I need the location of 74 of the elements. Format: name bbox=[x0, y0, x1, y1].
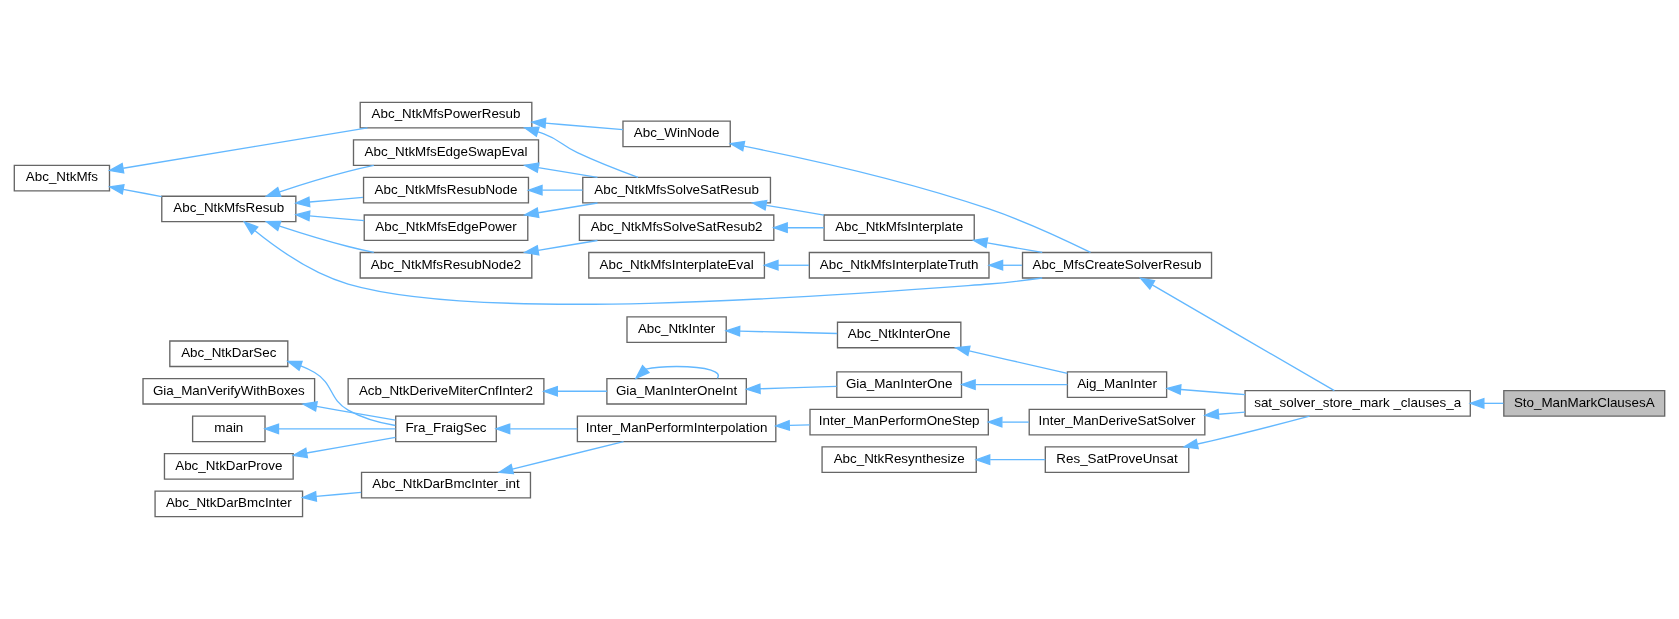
node-box: Abc_NtkDarBmcInter_int bbox=[360, 471, 532, 499]
node-box: Abc_NtkMfsSolveSatResub2 bbox=[578, 214, 775, 242]
node-box: Abc_NtkMfsInterplateTruth bbox=[808, 251, 990, 279]
arrow bbox=[264, 220, 375, 254]
arrow bbox=[293, 196, 364, 208]
arrow bbox=[773, 419, 811, 432]
arrow bbox=[750, 199, 825, 216]
arrow bbox=[291, 436, 397, 459]
arrow bbox=[1165, 383, 1246, 396]
arrow bbox=[107, 183, 163, 198]
arrow bbox=[263, 423, 397, 435]
node-box: Inter_ManDeriveSatSolver bbox=[1028, 408, 1206, 436]
node-box: Abc_NtkMfsInterplate bbox=[823, 214, 975, 242]
arrow bbox=[522, 126, 639, 178]
arrow bbox=[530, 117, 624, 131]
node-box: Res_SatProveUnsat bbox=[1044, 446, 1190, 474]
node-box: Abc_NtkMfsPowerResub bbox=[359, 101, 533, 129]
arrow bbox=[724, 325, 838, 337]
node-box: Abc_NtkMfsEdgeSwapEval bbox=[352, 139, 540, 167]
arrow bbox=[107, 127, 369, 174]
arrow bbox=[526, 184, 584, 196]
node-box: Fra_FraigSec bbox=[395, 415, 497, 443]
arrow bbox=[1138, 277, 1336, 392]
node-box: Abc_NtkDarProve bbox=[163, 452, 294, 480]
arrow bbox=[959, 378, 1069, 391]
arrow bbox=[242, 220, 1043, 305]
node-box: Abc_NtkInter bbox=[626, 316, 727, 344]
node-box: Inter_ManPerformOneStep bbox=[809, 408, 989, 436]
arrow bbox=[264, 164, 375, 198]
node-box: Abc_NtkMfsSolveSatResub bbox=[582, 176, 772, 204]
node-box: Inter_ManPerformInterpolation bbox=[576, 415, 777, 443]
node-box: Abc_NtkResynthesize bbox=[821, 446, 977, 474]
node-box: Gia_ManInterOneInt bbox=[606, 377, 747, 405]
arrow bbox=[301, 400, 397, 421]
node-box: Abc_NtkMfsResubNode2 bbox=[359, 251, 533, 279]
arrow bbox=[522, 239, 599, 256]
arrow bbox=[285, 360, 397, 427]
arrow bbox=[744, 383, 838, 395]
node-box: sat_solver_store_mark _clauses_a bbox=[1244, 389, 1471, 417]
node-box: Gia_ManVerifyWithBoxes bbox=[142, 377, 316, 405]
arrow bbox=[987, 259, 1023, 271]
node-box: Abc_NtkMfsEdgePower bbox=[363, 214, 529, 242]
arrow bbox=[541, 385, 608, 397]
node-box: Abc_NtkMfsInterplateEval bbox=[588, 251, 766, 279]
arrow bbox=[971, 237, 1043, 254]
arrow bbox=[728, 140, 1092, 254]
arrow bbox=[634, 364, 719, 380]
node-box: Abc_NtkMfs bbox=[13, 164, 111, 192]
arrow bbox=[294, 210, 365, 222]
arrow bbox=[522, 162, 599, 179]
arrow bbox=[771, 222, 825, 234]
node-box: Abc_NtkDarBmcInter bbox=[154, 490, 304, 518]
arrow bbox=[497, 440, 625, 475]
arrow bbox=[1468, 397, 1504, 409]
arrow bbox=[494, 423, 578, 435]
arrow bbox=[974, 454, 1046, 466]
node-box: Sto_ManMarkClausesA bbox=[1503, 389, 1666, 417]
arrow bbox=[1182, 415, 1311, 450]
node-box: Acb_NtkDeriveMiterCnfInter2 bbox=[347, 377, 545, 405]
arrow bbox=[522, 202, 599, 219]
arrow bbox=[986, 416, 1030, 428]
node-box: Abc_NtkMfsResub bbox=[161, 195, 297, 223]
node-box: Abc_NtkDarSec bbox=[169, 340, 289, 368]
arrow bbox=[953, 345, 1069, 375]
node-box: Abc_WinNode bbox=[622, 120, 731, 148]
arrow bbox=[1203, 408, 1246, 420]
node-box: Abc_NtkInterOne bbox=[836, 321, 962, 349]
arrow bbox=[300, 490, 362, 502]
arrow bbox=[762, 259, 810, 271]
node-box: Abc_MfsCreateSolverResub bbox=[1021, 251, 1213, 279]
node-box: Abc_NtkMfsResubNode bbox=[362, 176, 530, 204]
node-box: Aig_ManInter bbox=[1066, 371, 1168, 398]
node-box: Gia_ManInterOne bbox=[836, 371, 963, 398]
node-box: main bbox=[191, 415, 266, 443]
